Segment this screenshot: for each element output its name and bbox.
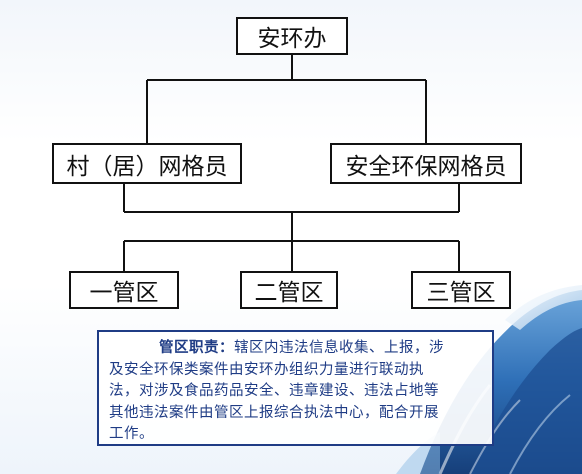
duty-line: 其他违法案件由管区上报综合执法中心，配合开展 [109, 404, 439, 421]
duty-line: 及安全环保类案件由安环办组织力量进行联动执 [109, 361, 424, 378]
duty-line: 管区职责：辖区内违法信息收集、上报，涉 [109, 338, 482, 360]
zone-duty-box: 管区职责：辖区内违法信息收集、上报，涉 及安全环保类案件由安环办组织力量进行联动… [97, 330, 494, 446]
node-zone-2: 二管区 [240, 271, 338, 309]
duty-line: 工作。 [109, 426, 154, 442]
node-zone-1: 一管区 [69, 271, 179, 309]
node-anhuanban: 安环办 [236, 17, 348, 55]
duty-title: 管区职责： [159, 340, 234, 356]
duty-line: 法，对涉及食品药品安全、违章建设、违法占地等 [109, 383, 439, 399]
node-safety-env-grid-member: 安全环保网格员 [330, 143, 522, 184]
node-zone-3: 三管区 [411, 271, 511, 309]
duty-line-text: 辖区内违法信息收集、上报，涉 [234, 340, 444, 356]
node-village-grid-member: 村（居）网格员 [52, 143, 242, 184]
